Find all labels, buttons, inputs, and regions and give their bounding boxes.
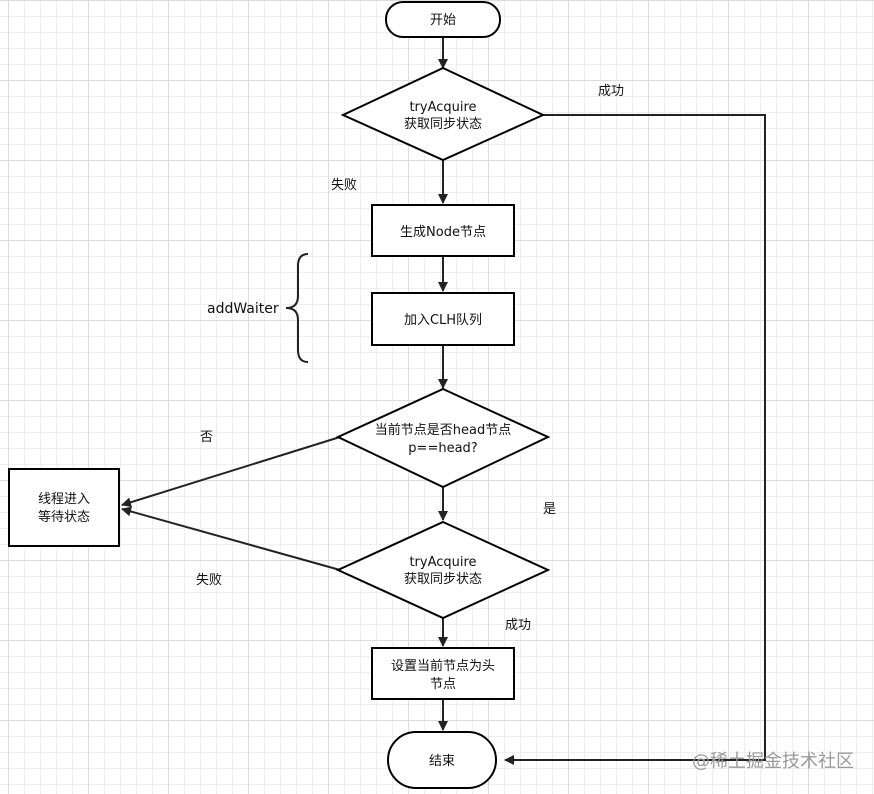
create-node-label: 生成Node节点 bbox=[400, 225, 486, 240]
start-label: 开始 bbox=[430, 13, 456, 28]
edge-label-no: 否 bbox=[200, 430, 213, 445]
is-head-line1: 当前节点是否head节点 bbox=[375, 422, 511, 438]
edge-label-fail-1: 失败 bbox=[331, 178, 357, 193]
edge-label-success-2: 成功 bbox=[505, 618, 531, 633]
wait-state-line1: 线程进入 bbox=[38, 492, 90, 507]
watermark: @稀土掘金技术社区 bbox=[692, 751, 854, 772]
node-enqueue-clh: 加入CLH队列 bbox=[371, 292, 515, 346]
is-head-line2: p==head? bbox=[408, 441, 477, 456]
edges bbox=[121, 37, 766, 765]
set-head-box bbox=[371, 647, 515, 700]
try-acquire-1-line2: 获取同步状态 bbox=[404, 117, 482, 132]
node-is-head: 当前节点是否head节点 p==head? bbox=[335, 387, 551, 489]
set-head-line2: 节点 bbox=[430, 677, 456, 692]
edge-label-yes: 是 bbox=[543, 502, 556, 517]
wait-state-line2: 等待状态 bbox=[38, 509, 90, 525]
start-terminator bbox=[385, 1, 501, 38]
node-set-head: 设置当前节点为头 节点 bbox=[371, 647, 515, 700]
set-head-line1: 设置当前节点为头 bbox=[391, 658, 495, 674]
node-create-node: 生成Node节点 bbox=[371, 204, 515, 257]
end-terminator bbox=[387, 731, 497, 789]
node-try-acquire-2: tryAcquire 获取同步状态 bbox=[335, 520, 551, 620]
end-label: 结束 bbox=[429, 754, 455, 769]
try-acquire-1-diamond bbox=[340, 66, 546, 162]
edge-try2-to-wait-fail bbox=[121, 506, 341, 571]
is-head-diamond bbox=[335, 387, 551, 489]
try-acquire-2-diamond bbox=[335, 520, 551, 620]
addwaiter-label: addWaiter bbox=[207, 301, 279, 317]
try-acquire-1-line1: tryAcquire bbox=[409, 100, 476, 115]
wait-state-box bbox=[8, 468, 120, 547]
try-acquire-2-line1: tryAcquire bbox=[409, 555, 476, 570]
node-wait-state: 线程进入 等待状态 bbox=[8, 468, 120, 547]
try-acquire-2-line2: 获取同步状态 bbox=[404, 572, 482, 587]
edge-label-success-1: 成功 bbox=[598, 84, 624, 99]
node-try-acquire-1: tryAcquire 获取同步状态 bbox=[340, 66, 546, 162]
enqueue-clh-box bbox=[371, 292, 515, 346]
edge-try1-to-end-success bbox=[504, 114, 766, 765]
create-node-box bbox=[371, 204, 515, 257]
node-end: 结束 bbox=[387, 731, 497, 789]
edge-label-fail-2: 失败 bbox=[196, 573, 222, 588]
edge-ishead-to-wait-no bbox=[121, 436, 341, 508]
node-start: 开始 bbox=[385, 1, 501, 38]
addwaiter-brace bbox=[285, 253, 309, 363]
enqueue-clh-label: 加入CLH队列 bbox=[404, 313, 482, 328]
